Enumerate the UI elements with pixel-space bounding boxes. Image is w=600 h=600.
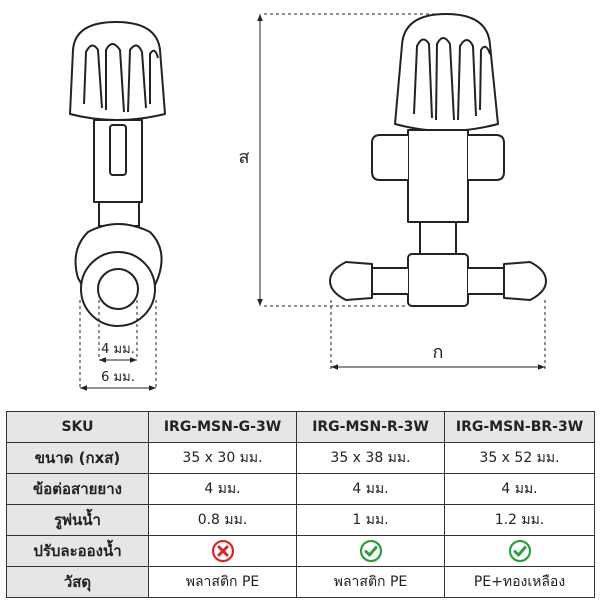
column-header: IRG-MSN-G-3W [148,411,297,443]
table-cell: 1 มม. [296,504,445,536]
front-cap [394,13,499,132]
width-symbol: ก [433,342,444,363]
table-cell: PE+ทองเหลือง [444,566,595,598]
column-header: SKU [6,411,149,443]
row-label: ขนาด (กxส) [6,442,149,474]
table-header-row: SKU IRG-MSN-G-3W IRG-MSN-R-3W IRG-MSN-BR… [6,411,595,443]
cross-icon [211,539,234,563]
hose-outer-label: 6 มม. [101,370,135,385]
column-header: IRG-MSN-BR-3W [444,411,595,443]
table-cell: 4 มม. [296,473,445,505]
sprinkler-technical-drawing: 4 มม. 6 มม. ส ก [69,13,547,391]
table-cell: 35 x 30 มม. [148,442,297,474]
spec-table: SKU IRG-MSN-G-3W IRG-MSN-R-3W IRG-MSN-BR… [6,411,595,598]
row-label: รูพ่นน้ำ [6,504,149,536]
check-icon [359,539,382,563]
row-label: ข้อต่อสายยาง [6,473,149,505]
table-cell: พลาสติก PE [148,566,297,598]
front-tee [407,253,469,307]
column-header: IRG-MSN-R-3W [296,411,445,443]
table-cell: พลาสติก PE [296,566,445,598]
side-outlet-inner [97,268,139,310]
table-cell: 0.8 มม. [148,504,297,536]
check-icon [508,539,531,563]
table-cell [444,535,595,567]
table-row: ข้อต่อสายยาง 4 มม. 4 มม. 4 มม. [6,473,595,505]
table-cell: 35 x 38 มม. [296,442,445,474]
table-row: ขนาด (กxส) 35 x 30 มม. 35 x 38 มม. 35 x … [6,442,595,474]
table-row: วัสดุ พลาสติก PE พลาสติก PE PE+ทองเหลือง [6,566,595,598]
hose-inner-label: 4 มม. [101,342,135,357]
table-cell: 1.2 มม. [444,504,595,536]
side-dimensions [79,300,157,391]
height-symbol: ส [239,147,250,168]
row-label: ปรับละอองน้ำ [6,535,149,567]
front-dimensions [257,13,546,372]
table-cell: 35 x 52 มม. [444,442,595,474]
front-view [329,13,547,307]
side-view [69,21,166,327]
table-row: ปรับละอองน้ำ [6,535,595,567]
table-cell: 4 มม. [148,473,297,505]
table-cell [296,535,445,567]
row-label: วัสดุ [6,566,149,598]
table-cell: 4 มม. [444,473,595,505]
front-body [407,129,469,223]
table-cell [148,535,297,567]
table-row: รูพ่นน้ำ 0.8 มม. 1 มม. 1.2 มม. [6,504,595,536]
